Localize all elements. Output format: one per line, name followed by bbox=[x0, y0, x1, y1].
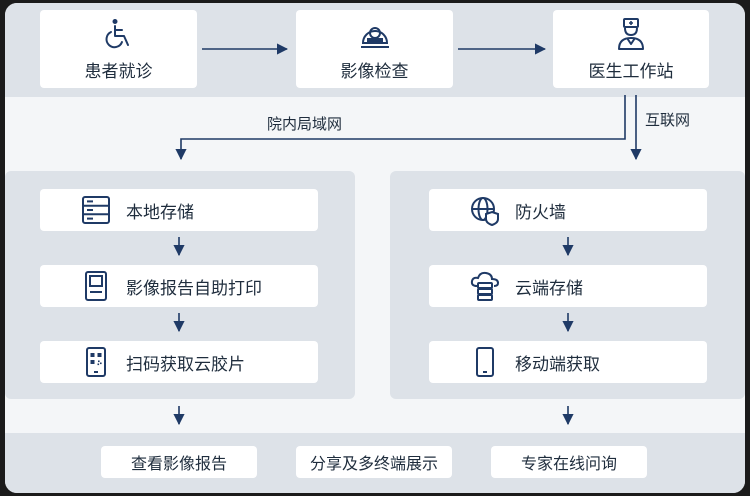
node-mobile: 移动端获取 bbox=[429, 341, 707, 383]
node-label: 专家在线问询 bbox=[520, 454, 617, 473]
node-view-report: 查看影像报告 bbox=[101, 446, 257, 478]
node-label: 分享及多终端展示 bbox=[309, 454, 438, 473]
node-cloud-storage: 云端存储 bbox=[429, 265, 707, 307]
node-imaging: 影像检查 bbox=[296, 10, 453, 88]
node-patient: 患者就诊 bbox=[40, 10, 197, 88]
wheelchair-icon bbox=[105, 18, 129, 48]
globe-shield-icon bbox=[471, 197, 499, 226]
diagram-canvas: 院内局域网 互联网 患者就诊 影像检查 bbox=[5, 3, 745, 493]
doctor-icon bbox=[618, 17, 644, 50]
connector-lines bbox=[173, 43, 642, 426]
node-label: 本地存储 bbox=[126, 202, 194, 223]
node-label: 影像报告自助打印 bbox=[126, 278, 262, 299]
cloud-server-icon bbox=[470, 271, 500, 301]
node-consult: 专家在线问询 bbox=[491, 446, 647, 478]
edge-label-internet: 互联网 bbox=[645, 111, 691, 129]
node-local-storage: 本地存储 bbox=[40, 189, 318, 231]
node-label: 影像检查 bbox=[340, 61, 409, 82]
edge-label-intranet: 院内局域网 bbox=[267, 115, 343, 133]
node-label: 扫码获取云胶片 bbox=[126, 354, 245, 375]
node-label: 患者就诊 bbox=[84, 61, 153, 82]
ct-scanner-icon bbox=[360, 26, 389, 48]
node-label: 云端存储 bbox=[515, 278, 583, 299]
node-firewall: 防火墙 bbox=[429, 189, 707, 231]
smartphone-icon bbox=[476, 347, 494, 377]
kiosk-icon bbox=[85, 271, 107, 301]
node-workstation: 医生工作站 bbox=[553, 10, 709, 88]
node-label: 查看影像报告 bbox=[130, 454, 227, 473]
qr-phone-icon bbox=[86, 347, 106, 377]
server-rack-icon bbox=[82, 196, 110, 224]
node-share: 分享及多终端展示 bbox=[296, 446, 452, 478]
arrow-intranet bbox=[175, 95, 626, 161]
node-self-print: 影像报告自助打印 bbox=[40, 265, 318, 307]
node-label: 移动端获取 bbox=[515, 354, 600, 375]
node-label: 医生工作站 bbox=[588, 61, 674, 82]
node-scan-film: 扫码获取云胶片 bbox=[40, 341, 318, 383]
node-label: 防火墙 bbox=[515, 202, 566, 223]
